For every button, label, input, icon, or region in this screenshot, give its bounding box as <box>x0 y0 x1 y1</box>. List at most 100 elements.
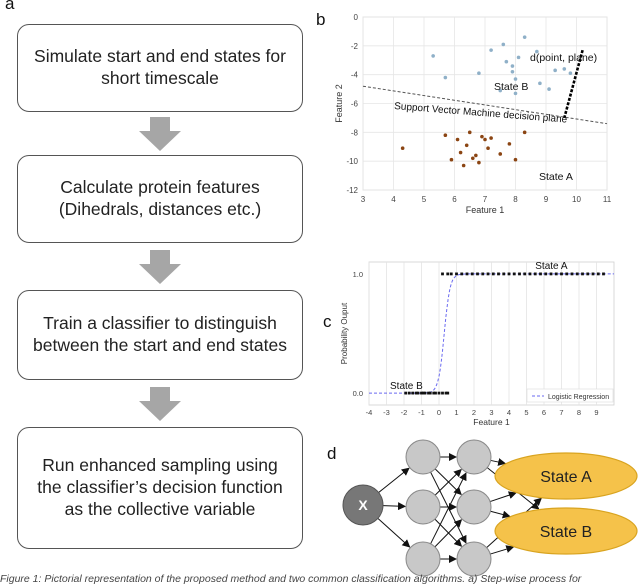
x-tick-label: 11 <box>603 195 612 204</box>
state-a-point <box>441 272 444 276</box>
state-b-point <box>444 391 448 395</box>
x-axis-label: Feature 1 <box>466 205 505 215</box>
y-tick-label: 0 <box>354 13 359 22</box>
state-b-point <box>416 391 420 395</box>
y-axis-label: Feature 2 <box>334 84 344 123</box>
state-a-point <box>512 272 516 276</box>
state-a-point <box>549 272 553 276</box>
state-a-point <box>581 272 584 276</box>
y-axis-label: Probability Ouput <box>340 302 349 364</box>
legend-entry: Logistic Regression <box>548 394 609 401</box>
state-a-point <box>507 272 511 276</box>
state-a-point <box>460 272 464 276</box>
state-b-point <box>441 391 444 395</box>
hidden-node <box>405 541 441 577</box>
data-point <box>483 137 487 142</box>
plot-area-c <box>368 261 615 406</box>
y-tick-label: -6 <box>351 100 359 109</box>
network-edge <box>378 467 410 493</box>
network-edge <box>434 519 463 548</box>
x-tick-label: -2 <box>401 408 408 417</box>
data-point <box>510 69 515 74</box>
data-point <box>489 136 493 140</box>
input-node-label: X <box>358 497 368 513</box>
hidden-node <box>405 489 441 525</box>
data-point <box>498 88 503 93</box>
x-tick-label: 7 <box>483 195 488 204</box>
y-tick-label: 1.0 <box>353 270 363 279</box>
x-tick-label: 8 <box>513 195 518 204</box>
x-tick-label: 10 <box>572 195 581 204</box>
data-point <box>400 146 405 150</box>
data-point <box>522 35 527 39</box>
flow-step-simulate: Simulate start and end states for short … <box>17 24 303 112</box>
hidden-node <box>456 541 492 577</box>
hidden-node <box>405 439 441 475</box>
data-point <box>461 163 466 168</box>
state-a-point <box>570 272 574 276</box>
state-b-point <box>407 391 411 395</box>
x-tick-label: -1 <box>418 408 425 417</box>
data-point <box>474 153 478 158</box>
annotation-state-a: State A <box>535 261 568 272</box>
y-tick-label: -10 <box>346 157 358 166</box>
state-b-point <box>414 391 418 395</box>
data-point <box>467 130 472 135</box>
state-b-point <box>420 391 423 395</box>
x-tick-label: 5 <box>524 408 528 417</box>
state-a-point <box>523 272 527 276</box>
x-tick-label: 4 <box>507 408 511 417</box>
data-point <box>562 67 567 71</box>
state-a-point <box>586 272 590 276</box>
state-b-point <box>423 391 427 395</box>
x-tick-label: 5 <box>422 195 427 204</box>
network-edge <box>382 502 407 511</box>
state-a-point <box>602 272 605 276</box>
hidden-node <box>456 489 492 525</box>
x-tick-label: 9 <box>544 195 549 204</box>
flow-step-features: Calculate protein features (Dihedrals, d… <box>17 155 303 243</box>
flow-step-train-classifier: Train a classifier to distinguish betwee… <box>17 290 303 380</box>
network-edge <box>486 497 543 548</box>
network-edge <box>486 467 540 510</box>
data-point <box>477 160 481 165</box>
output-node <box>494 452 638 500</box>
panel-b-label: b <box>316 10 326 29</box>
network-edge <box>434 468 462 496</box>
x-tick-label: 4 <box>391 195 396 204</box>
panel-c-label: c <box>323 312 332 331</box>
data-point <box>535 49 539 54</box>
network-edge <box>434 518 463 547</box>
data-point <box>553 68 557 73</box>
state-a-point <box>544 272 548 276</box>
x-tick-label: 9 <box>594 408 598 417</box>
panel-d-label: d <box>327 444 337 463</box>
state-a-point <box>476 272 479 276</box>
x-tick-label: -4 <box>366 408 373 417</box>
x-tick-label: 2 <box>472 408 476 417</box>
x-tick-label: 8 <box>577 408 581 417</box>
network-edge <box>489 491 517 503</box>
state-a-point <box>533 272 537 276</box>
state-a-point <box>591 272 595 276</box>
input-node <box>342 484 384 526</box>
legend-box <box>526 388 614 403</box>
state-b-point <box>437 391 441 395</box>
state-b-point <box>428 391 432 395</box>
x-tick-label: 7 <box>559 408 563 417</box>
network-edge <box>490 545 515 555</box>
y-tick-label: -8 <box>351 128 359 137</box>
state-b-point <box>421 391 425 395</box>
x-axis-label: Feature 1 <box>473 417 510 427</box>
network-edge <box>490 458 507 466</box>
annotation-state-b: State B <box>390 381 423 392</box>
state-b-point <box>434 391 437 395</box>
panel-a-label: a <box>5 0 15 13</box>
distance-segment <box>563 49 584 119</box>
state-a-point <box>518 272 521 276</box>
state-b-point <box>432 391 436 395</box>
x-tick-label: 0 <box>437 408 441 417</box>
data-point <box>464 143 469 148</box>
output-node <box>494 507 638 555</box>
flow-arrow-1 <box>139 117 181 151</box>
